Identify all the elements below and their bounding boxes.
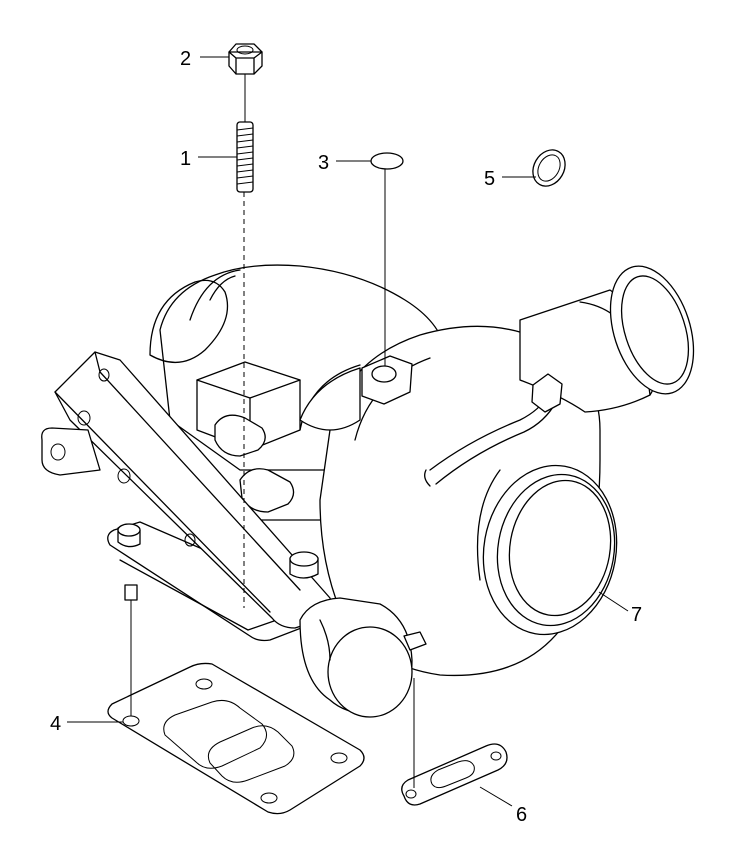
part-4-gasket	[107, 662, 365, 815]
callouts: 2 1 3 5 4 7 6	[50, 48, 642, 826]
callout-3: 3	[318, 152, 329, 174]
part-5-seal-ring	[532, 149, 566, 187]
part-1-stud	[236, 121, 254, 193]
part-3-o-ring	[370, 152, 404, 170]
wastegate-actuator	[299, 597, 427, 718]
compressor-housing	[299, 265, 695, 677]
callout-5: 5	[484, 168, 495, 190]
part-2-nut	[228, 43, 263, 75]
callout-4: 4	[50, 713, 61, 735]
callout-2: 2	[180, 48, 191, 70]
wastegate-bracket	[41, 351, 332, 629]
flange-nuts	[117, 523, 319, 601]
part-6-oil-gasket	[401, 743, 508, 806]
callout-1: 1	[180, 148, 191, 170]
leader-lines	[67, 56, 629, 807]
callout-6: 6	[516, 804, 527, 826]
callout-7: 7	[631, 604, 642, 626]
